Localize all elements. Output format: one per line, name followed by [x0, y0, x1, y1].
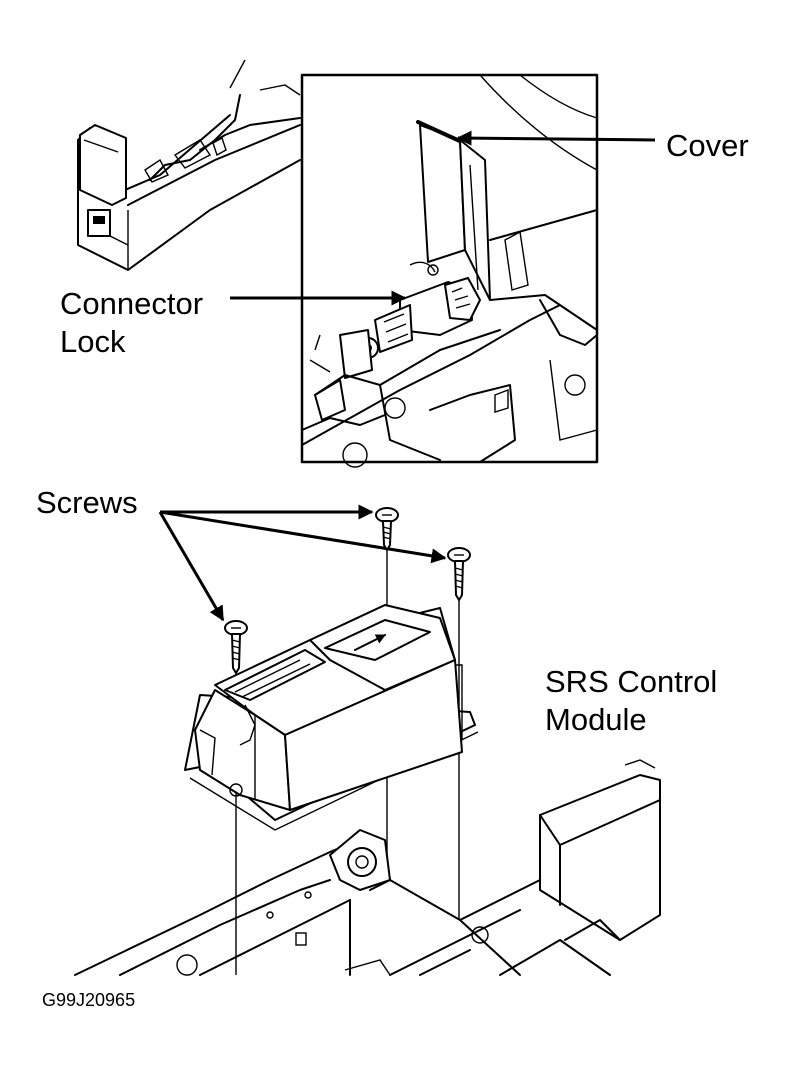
screws-label: Screws: [36, 485, 138, 520]
inset-detail: [300, 73, 599, 468]
srs-control-module: [184, 604, 479, 831]
screw-2: [447, 547, 471, 920]
cover-leader: [456, 130, 656, 146]
figure-code: G99J20965: [42, 990, 136, 1010]
srs-control-label-line2: Module: [545, 702, 647, 737]
direction-arrow-icon: [354, 634, 386, 651]
console-frame: [74, 759, 661, 976]
screws-leader-2: [159, 510, 447, 564]
screws-leader-3: [158, 511, 225, 622]
connector-lock-label-line2: Lock: [60, 324, 126, 359]
connector-lock-label-line1: Connector: [60, 286, 204, 321]
console-overview: [77, 59, 301, 271]
srs-control-label-line1: SRS Control: [545, 664, 718, 699]
screw-3: [224, 620, 248, 975]
cover-label: Cover: [666, 128, 749, 163]
